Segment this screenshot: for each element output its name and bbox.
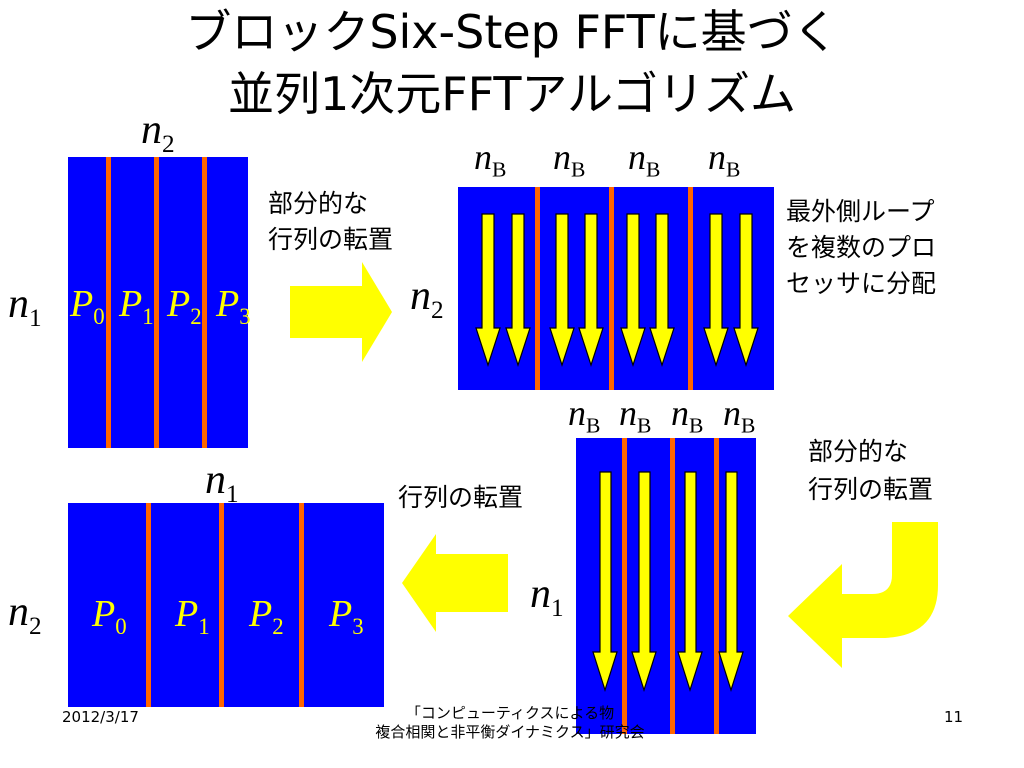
matrix-2 (458, 187, 774, 390)
matrix-2-divider-3 (688, 187, 693, 390)
label-p1-matrix4: P1 (175, 593, 210, 639)
annotation-partial-transpose-1-line1: 部分的な (268, 189, 369, 218)
annotation-partial-transpose-2-line1: 部分的な (808, 437, 909, 466)
slide-title-line1: ブロックSix-Step FFTに基づく (185, 5, 839, 59)
matrix-2-divider-1 (535, 187, 540, 390)
label-nb-matrix2-1: nB (474, 137, 507, 182)
column-arrow (620, 213, 646, 367)
column-arrow (549, 213, 575, 367)
label-p2-matrix1: P2 (167, 283, 202, 329)
matrix-2-divider-2 (609, 187, 614, 390)
label-n1-left-matrix1: n1 (8, 281, 42, 332)
label-nb-matrix3-2: nB (619, 393, 652, 438)
matrix-3-divider-3 (714, 438, 719, 734)
column-arrow (733, 213, 759, 367)
annotation-partial-transpose-1-line2: 行列の転置 (268, 225, 394, 254)
label-p0-matrix1: P0 (70, 283, 105, 329)
annotation-outer-loop-line1: 最外側ループ (786, 197, 935, 226)
label-nb-matrix3-3: nB (671, 393, 704, 438)
column-arrow (677, 471, 703, 692)
column-arrow (505, 213, 531, 367)
matrix-4-divider-3 (299, 503, 304, 707)
arrow-left (402, 534, 508, 632)
column-arrow (578, 213, 604, 367)
arrow-curved (788, 522, 938, 668)
column-arrow (718, 471, 744, 692)
matrix-4-divider-2 (219, 503, 224, 707)
label-nb-matrix3-1: nB (568, 393, 601, 438)
matrix-4 (68, 503, 384, 707)
matrix-3-divider-2 (670, 438, 675, 734)
column-arrow (631, 471, 657, 692)
label-p0-matrix4: P0 (92, 593, 127, 639)
column-arrow (592, 471, 618, 692)
matrix-3-column-arrows (592, 471, 744, 692)
footer-event-line1: 「コンピューティクスによる物 (405, 704, 615, 722)
matrix-1-divider-1 (106, 157, 111, 448)
label-n2-top-matrix1: n2 (141, 107, 175, 158)
label-nb-matrix2-2: nB (553, 137, 586, 182)
slide-title-line2: 並列1次元FFTアルゴリズム (227, 67, 797, 121)
label-nb-matrix2-3: nB (628, 137, 661, 182)
matrix-1-divider-2 (154, 157, 159, 448)
label-n2-left-matrix4: n2 (8, 589, 42, 640)
label-n1-top-matrix4: n1 (205, 457, 239, 508)
footer-page-number: 11 (944, 708, 964, 726)
label-nb-matrix2-4: nB (708, 137, 741, 182)
label-nb-matrix3-4: nB (723, 393, 756, 438)
matrix-4-divider-1 (146, 503, 151, 707)
matrix-3-divider-1 (622, 438, 627, 734)
matrix-1-divider-3 (202, 157, 207, 448)
footer-event-line2: 複合相関と非平衡ダイナミクス」研究会 (375, 723, 645, 741)
column-arrow (649, 213, 675, 367)
label-p2-matrix4: P2 (249, 593, 284, 639)
annotation-partial-transpose-2-line2: 行列の転置 (808, 475, 934, 504)
footer-date: 2012/3/17 (62, 708, 139, 726)
label-p1-matrix1: P1 (119, 283, 154, 329)
matrix-2-column-arrows (475, 213, 759, 367)
label-n1-left-matrix3: n1 (530, 571, 564, 622)
annotation-outer-loop-line2: を複数のプロ (786, 233, 937, 262)
label-p3-matrix4: P3 (329, 593, 364, 639)
footer-event: 「コンピューティクスによる物 複合相関と非平衡ダイナミクス」研究会 (300, 704, 720, 742)
arrow-right (290, 262, 392, 362)
label-n2-left-matrix2: n2 (410, 273, 444, 324)
column-arrow (703, 213, 729, 367)
annotation-transpose: 行列の転置 (398, 483, 524, 512)
label-p3-matrix1: P3 (216, 283, 251, 329)
annotation-outer-loop-line3: セッサに分配 (786, 269, 937, 298)
column-arrow (475, 213, 501, 367)
